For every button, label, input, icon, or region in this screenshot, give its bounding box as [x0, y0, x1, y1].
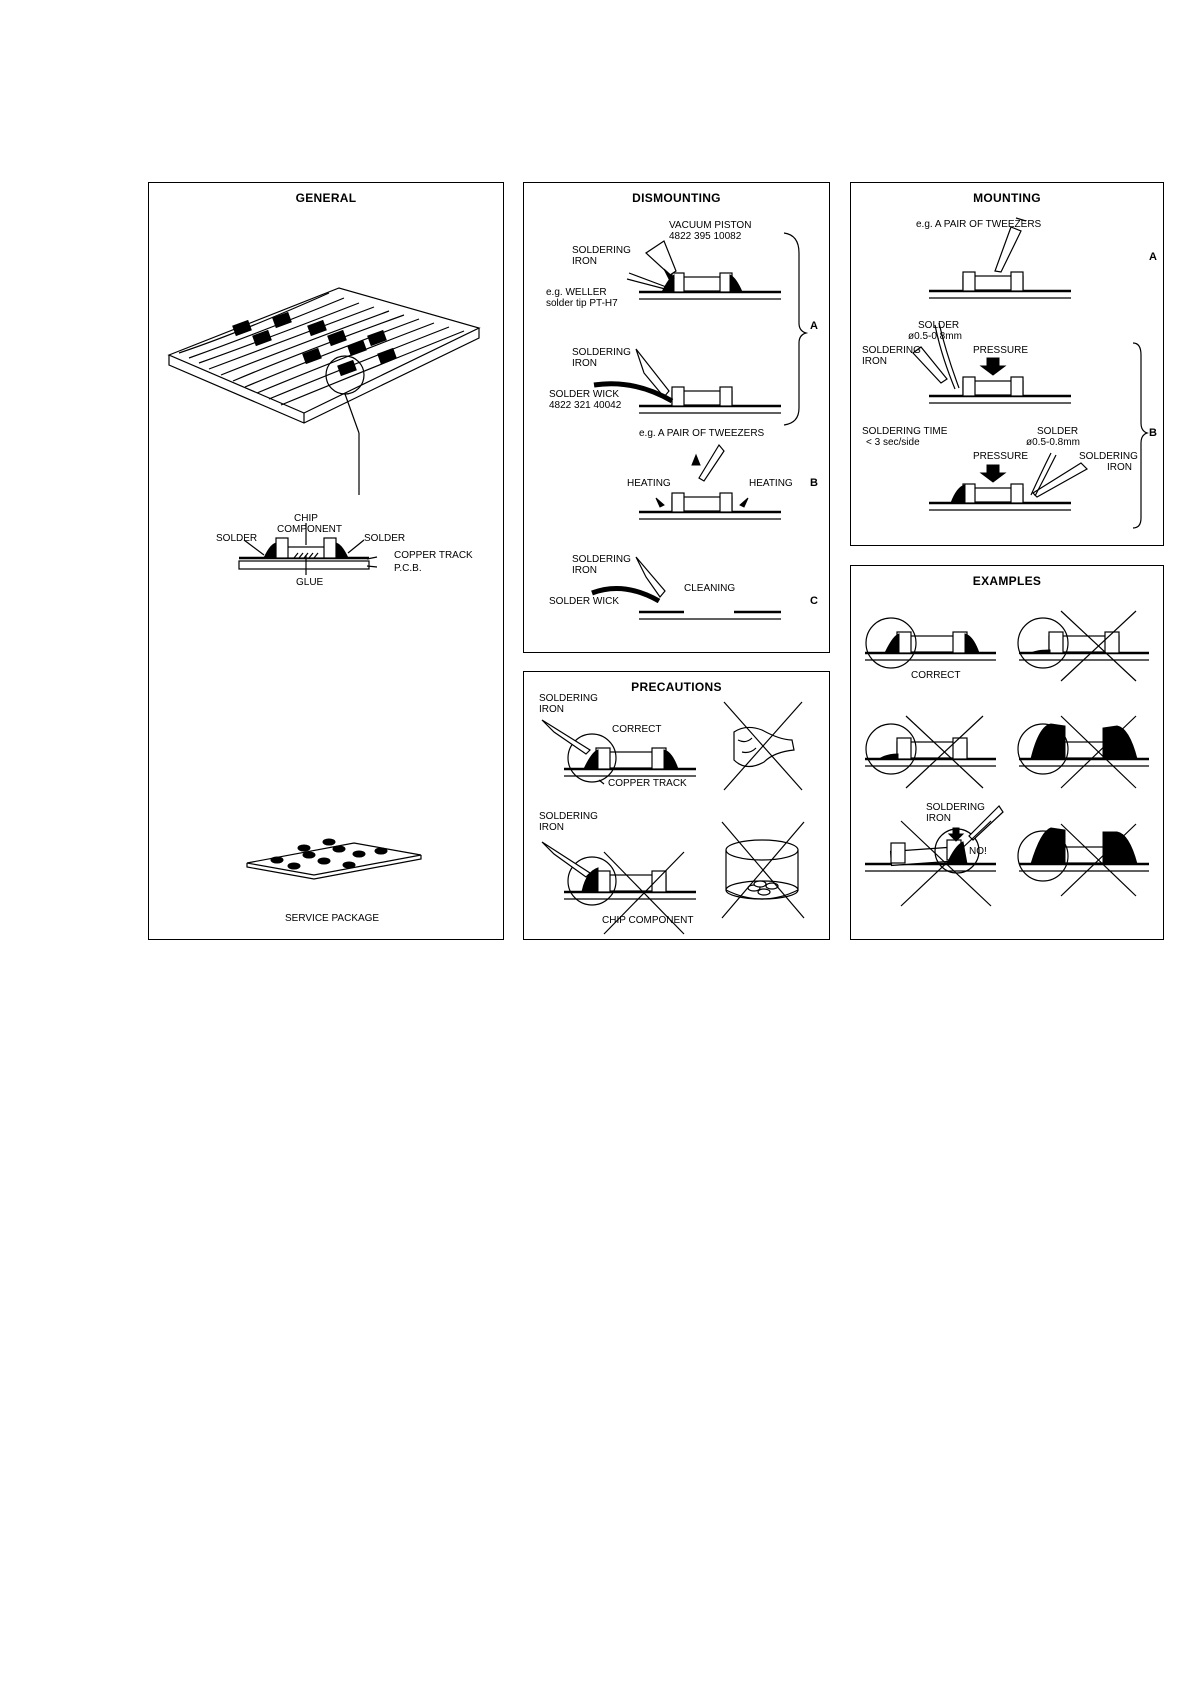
prec-iron-label: IRON: [539, 704, 564, 715]
prec-chip-component-label: CHIP COMPONENT: [602, 915, 694, 926]
mounting-panel: MOUNTING e.g. A PAIR OF TWEEZERS: [850, 182, 1164, 546]
mount-solder-dia-label-2: ø0.5-0.8mm: [1026, 437, 1080, 448]
dismounting-panel: DISMOUNTING: [523, 182, 830, 653]
solder-left-label: SOLDER: [216, 533, 257, 544]
soldering-iron-label-3: SOLDERING: [572, 554, 631, 565]
vacuum-piston-label: VACUUM PISTON: [669, 220, 751, 231]
prec-soldering-label-2: SOLDERING: [539, 811, 598, 822]
precautions-illustration: [524, 672, 831, 941]
prec-soldering-label: SOLDERING: [539, 693, 598, 704]
solder-wick-label-2: SOLDER WICK: [549, 596, 619, 607]
soldering-time-value: < 3 sec/side: [866, 437, 920, 448]
mark-c-label: C: [810, 596, 818, 607]
cleaning-label: CLEANING: [684, 583, 735, 594]
solder-right-label: SOLDER: [364, 533, 405, 544]
mount-iron-label: IRON: [862, 356, 887, 367]
chip-label: CHIP: [294, 513, 318, 524]
solder-tip-label: solder tip PT-H7: [546, 298, 618, 309]
mount-soldering-label: SOLDERING: [862, 345, 921, 356]
ex-no-label: NO!: [969, 846, 987, 857]
iron-label-3: IRON: [572, 565, 597, 576]
solder-wick-label: SOLDER WICK: [549, 389, 619, 400]
pcb-board-illustration: [149, 183, 505, 941]
weller-label: e.g. WELLER: [546, 287, 607, 298]
mark-a-label: A: [810, 321, 818, 332]
mount-soldering-label-2: SOLDERING: [1079, 451, 1138, 462]
prec-copper-track-label: COPPER TRACK: [608, 778, 687, 789]
ex-soldering-label: SOLDERING: [926, 802, 985, 813]
ex-iron-label: IRON: [926, 813, 951, 824]
ex-correct-label: CORRECT: [911, 670, 960, 681]
mount-solder-label: SOLDER: [918, 320, 959, 331]
service-package-label: SERVICE PACKAGE: [285, 913, 379, 924]
copper-track-label: COPPER TRACK: [394, 550, 473, 561]
mount-pressure-label-2: PRESSURE: [973, 451, 1028, 462]
pcb-label: P.C.B.: [394, 563, 422, 574]
mount-tweezers-label: e.g. A PAIR OF TWEEZERS: [916, 219, 1041, 230]
mount-solder-dia-label: ø0.5-0.8mm: [908, 331, 962, 342]
iron-label-1: IRON: [572, 256, 597, 267]
prec-iron-label-2: IRON: [539, 822, 564, 833]
iron-label-2: IRON: [572, 358, 597, 369]
mount-pressure-label: PRESSURE: [973, 345, 1028, 356]
wick-code-label: 4822 321 40042: [549, 400, 621, 411]
prec-correct-label: CORRECT: [612, 724, 661, 735]
soldering-iron-label-1: SOLDERING: [572, 245, 631, 256]
mount-mark-b-label: B: [1149, 428, 1157, 439]
tweezers-label: e.g. A PAIR OF TWEEZERS: [639, 428, 764, 439]
dismounting-illustration: [524, 183, 831, 654]
mount-iron-label-2: IRON: [1107, 462, 1132, 473]
component-label: COMPONENT: [277, 524, 342, 535]
heating-left-label: HEATING: [627, 478, 671, 489]
soldering-time-label: SOLDERING TIME: [862, 426, 947, 437]
mount-mark-a-label: A: [1149, 252, 1157, 263]
mount-solder-label-2: SOLDER: [1037, 426, 1078, 437]
mounting-illustration: [851, 183, 1165, 547]
heating-right-label: HEATING: [749, 478, 793, 489]
soldering-iron-label-2: SOLDERING: [572, 347, 631, 358]
examples-illustration: [851, 566, 1165, 941]
general-panel: GENERAL: [148, 182, 504, 940]
vacuum-code-label: 4822 395 10082: [669, 231, 741, 242]
glue-label: GLUE: [296, 577, 323, 588]
examples-panel: EXAMPLES: [850, 565, 1164, 940]
precautions-panel: PRECAUTIONS SOLDERIN: [523, 671, 830, 940]
mark-b-label: B: [810, 478, 818, 489]
